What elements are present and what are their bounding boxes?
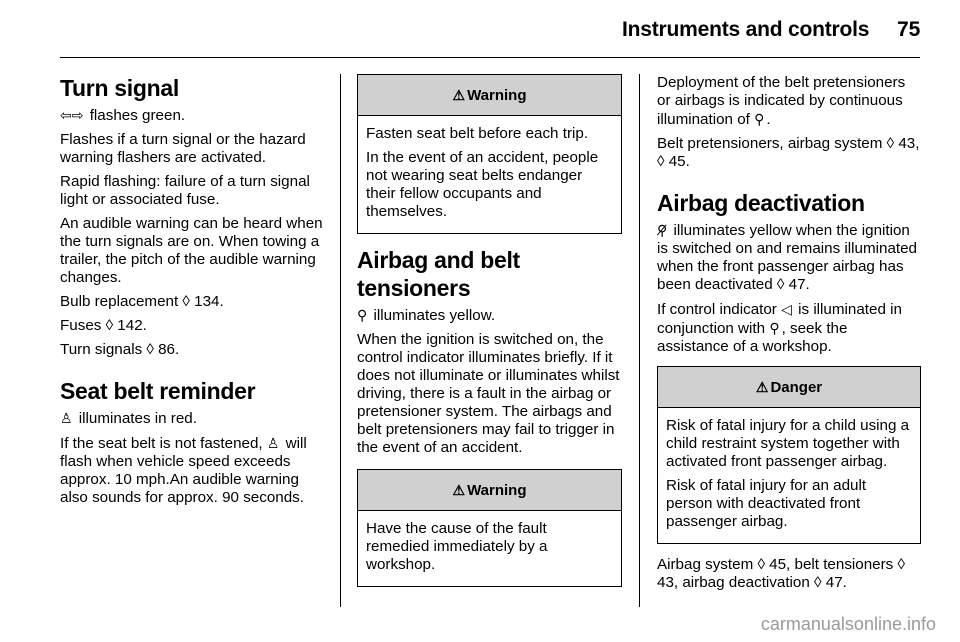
- turn-signal-heading: Turn signal: [60, 75, 179, 101]
- fuses-ref[interactable]: Fuses ◊ 142.: [60, 317, 147, 334]
- seat-belt-heading: Seat belt reminder: [60, 378, 256, 404]
- warning-box-1: ⚠Warning Fasten seat belt before each tr…: [357, 74, 622, 234]
- airbag-system-refs[interactable]: Airbag system ◊ 45, belt tensioners ◊ 43…: [657, 556, 905, 591]
- airbag-warning-icon: ◁: [781, 301, 792, 317]
- bulb-replacement-ref[interactable]: Bulb replacement ◊ 134.: [60, 293, 224, 310]
- seat-belt-icon-inline: ♙: [266, 435, 280, 451]
- danger-box-header: ⚠Danger: [658, 367, 920, 408]
- seat-belt-p2: If the seat belt is not fastened, ♙ will…: [60, 434, 328, 507]
- airbag-indicator-text: ⚲ illuminates yellow.: [357, 306, 622, 325]
- column-divider-1: [340, 74, 341, 607]
- warning-box-2-title: Warning: [467, 482, 527, 499]
- seat-belt-p1: illuminates in red.: [78, 410, 197, 427]
- header-rule: [60, 57, 920, 58]
- airbag-icon-inline: ⚲: [754, 111, 765, 127]
- seat-belt-indicator-text: ♙ illuminates in red.: [60, 409, 328, 428]
- turn-signal-icon: ⇦⇨: [60, 107, 84, 123]
- warning-triangle-icon: ⚠: [452, 87, 466, 103]
- airbag-p1: illuminates yellow.: [373, 307, 496, 324]
- airbag-p2: When the ignition is switched on, the co…: [357, 331, 620, 456]
- warning-box-2-p1: Have the cause of the fault remedied imm…: [366, 520, 548, 573]
- danger-box-title: Danger: [770, 379, 823, 396]
- column-2: ⚠Warning Fasten seat belt before each tr…: [357, 74, 622, 587]
- turn-signal-p1: flashes green.: [89, 107, 186, 124]
- deployment-p1a: Deployment of the belt pretensioners or …: [657, 74, 906, 128]
- turn-signal-p3: Rapid flashing: failure of a turn signal…: [60, 173, 310, 208]
- page-header-title: Instruments and controls: [622, 18, 870, 41]
- warning-box-1-p2: In the event of an accident, people not …: [366, 149, 599, 220]
- watermark: carmanualsonline.info: [760, 614, 936, 634]
- airbag-off-icon: ⚲̸: [657, 222, 668, 238]
- column-divider-2: [639, 74, 640, 607]
- warning-box-1-header: ⚠Warning: [358, 75, 621, 116]
- deployment-p1b: .: [766, 111, 771, 128]
- airbag-heading: Airbag and belt tensioners: [357, 247, 520, 301]
- seat-belt-icon: ♙: [60, 410, 73, 426]
- deactivation-indicator-text: ⚲̸ illuminates yellow when the ignition …: [657, 221, 921, 294]
- warning-box-2-header: ⚠Warning: [358, 470, 621, 511]
- control-indicator-text: If control indicator ◁ is illuminated in…: [657, 300, 921, 356]
- pretensioner-refs[interactable]: Belt pretensioners, airbag system ◊ 43, …: [657, 135, 920, 170]
- column-3: Deployment of the belt pretensioners or …: [657, 74, 921, 598]
- seat-belt-p2b: will flash when vehicle speed exceeds ap…: [60, 435, 307, 506]
- airbag-deactivation-heading: Airbag deactivation: [657, 190, 865, 216]
- warning-triangle-icon: ⚠: [755, 379, 769, 395]
- deployment-text: Deployment of the belt pretensioners or …: [657, 74, 921, 129]
- page-number: 75: [897, 18, 921, 41]
- seat-belt-p2a: If the seat belt is not fastened,: [60, 435, 263, 452]
- control-indicator-p3a: If control indicator: [657, 301, 777, 318]
- danger-box-p2: Risk of fatal injury for an adult person…: [666, 477, 867, 530]
- airbag-icon: ⚲: [357, 307, 368, 323]
- danger-box: ⚠Danger Risk of fatal injury for a child…: [657, 366, 921, 544]
- turn-signals-ref[interactable]: Turn signals ◊ 86.: [60, 341, 180, 358]
- warning-box-1-title: Warning: [467, 87, 527, 104]
- column-1: Turn signal ⇦⇨ flashes green. Flashes if…: [60, 74, 328, 513]
- deactivation-p1: illuminates yellow when the ignition is …: [657, 222, 918, 293]
- warning-triangle-icon: ⚠: [452, 482, 466, 498]
- control-indicator-p3b: is illuminated in conjunction with: [657, 301, 902, 337]
- warning-box-1-p1: Fasten seat belt before each trip.: [366, 125, 589, 142]
- turn-signal-p4: An audible warning can be heard when the…: [60, 215, 323, 286]
- turn-signal-p2: Flashes if a turn signal or the hazard w…: [60, 131, 306, 166]
- airbag-icon-inline-2: ⚲: [769, 320, 780, 336]
- control-indicator-p3c: , seek the assistance of a workshop.: [657, 320, 848, 355]
- turn-signal-indicator-text: ⇦⇨ flashes green.: [60, 106, 328, 125]
- danger-box-p1: Risk of fatal injury for a child using a…: [666, 417, 910, 470]
- warning-box-2: ⚠Warning Have the cause of the fault rem…: [357, 469, 622, 587]
